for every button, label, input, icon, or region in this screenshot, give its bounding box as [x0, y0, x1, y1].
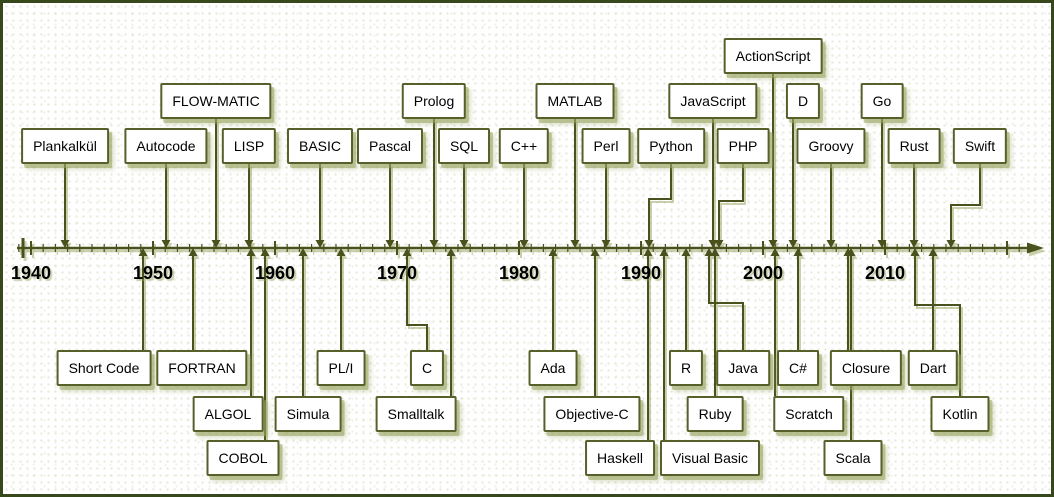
- decade-label-1940: 1940: [10, 263, 52, 283]
- lang-box-matlab: MATLAB: [535, 83, 615, 119]
- arrowhead-icon-perl: [601, 240, 611, 248]
- arrowhead-icon-c: [402, 248, 412, 256]
- lang-box-scratch: Scratch: [773, 396, 845, 432]
- lang-box-swift: Swift: [952, 128, 1008, 164]
- lang-box-pascal: Pascal: [356, 128, 424, 164]
- lang-box-c: C: [409, 350, 445, 386]
- connector-php: [718, 164, 744, 240]
- arrowhead-icon-closure: [843, 248, 853, 256]
- arrowhead-icon-objective-c: [590, 248, 600, 256]
- arrowhead-icon-actionscript: [768, 240, 778, 248]
- lang-box-actionscript: ActionScript: [723, 38, 823, 74]
- lang-box-groovy: Groovy: [796, 128, 866, 164]
- arrowhead-icon-simula: [298, 248, 308, 256]
- arrowhead-icon-c: [519, 240, 529, 248]
- decade-label-1970: 1970: [376, 263, 418, 283]
- arrowhead-icon-java: [704, 248, 714, 256]
- arrowhead-icon-short-code: [138, 248, 148, 256]
- decade-label-1960: 1960: [254, 263, 296, 283]
- lang-box-go: Go: [860, 83, 904, 119]
- arrowhead-icon-sql: [459, 240, 469, 248]
- arrowhead-icon-plankalk-l: [60, 240, 70, 248]
- arrowhead-icon-ruby: [710, 248, 720, 256]
- lang-box-closure: Closure: [829, 350, 903, 386]
- arrowhead-icon-rust: [909, 240, 919, 248]
- connector-c: [406, 256, 428, 350]
- arrowhead-icon-basic: [315, 240, 325, 248]
- timeline-axis-and-connectors: [17, 74, 1044, 440]
- arrowhead-icon-pl-i: [336, 248, 346, 256]
- lang-box-perl: Perl: [581, 128, 631, 164]
- lang-box-objective-c: Objective-C: [543, 396, 641, 432]
- lang-box-sql: SQL: [437, 128, 491, 164]
- decade-label-2010: 2010: [864, 263, 906, 283]
- lang-box-smalltalk: Smalltalk: [375, 396, 457, 432]
- lang-box-dart: Dart: [907, 350, 959, 386]
- arrowhead-icon-dart: [928, 248, 938, 256]
- lang-box-java: Java: [716, 350, 770, 386]
- lang-box-flow-matic: FLOW-MATIC: [160, 83, 272, 119]
- connector-python: [648, 164, 672, 240]
- lang-box-haskell: Haskell: [585, 440, 655, 476]
- lang-box-simula: Simula: [274, 396, 342, 432]
- arrowhead-icon-matlab: [570, 240, 580, 248]
- arrowhead-icon-lisp: [244, 240, 254, 248]
- decade-label-1990: 1990: [620, 263, 662, 283]
- connector-kotlin: [914, 256, 961, 396]
- arrowhead-icon-autocode: [161, 240, 171, 248]
- lang-box-basic: BASIC: [286, 128, 354, 164]
- lang-box-pl-i: PL/I: [316, 350, 366, 386]
- lang-box-scala: Scala: [823, 440, 883, 476]
- lang-box-c: C++: [498, 128, 550, 164]
- lang-box-autocode: Autocode: [124, 128, 208, 164]
- lang-box-cobol: COBOL: [206, 440, 280, 476]
- arrowhead-icon-javascript: [708, 240, 718, 248]
- arrowhead-icon-pascal: [385, 240, 395, 248]
- connector-swift: [950, 164, 981, 240]
- arrowhead-icon-haskell: [643, 248, 653, 256]
- arrowhead-icon-python: [644, 240, 654, 248]
- arrowhead-icon-algol: [246, 248, 256, 256]
- arrowhead-icon-flow-matic: [211, 240, 221, 248]
- lang-box-php: PHP: [716, 128, 770, 164]
- lang-box-d: D: [785, 83, 821, 119]
- arrowhead-icon-r: [681, 248, 691, 256]
- arrowhead-icon-c: [793, 248, 803, 256]
- lang-box-prolog: Prolog: [401, 83, 467, 119]
- arrowhead-icon-visual-basic: [659, 248, 669, 256]
- arrowhead-icon-scratch: [770, 248, 780, 256]
- lang-box-javascript: JavaScript: [668, 83, 758, 119]
- arrowhead-icon-fortran: [188, 248, 198, 256]
- arrowhead-icon-d: [788, 240, 798, 248]
- lang-box-kotlin: Kotlin: [930, 396, 990, 432]
- arrowhead-icon-groovy: [826, 240, 836, 248]
- lang-box-algol: ALGOL: [192, 396, 264, 432]
- lang-box-rust: Rust: [887, 128, 941, 164]
- axis-end-arrowhead-icon: [1027, 242, 1044, 254]
- lang-box-lisp: LISP: [221, 128, 277, 164]
- decade-label-2000: 2000: [742, 263, 784, 283]
- lang-box-fortran: FORTRAN: [156, 350, 248, 386]
- lang-box-c: C#: [777, 350, 819, 386]
- arrowhead-icon-smalltalk: [446, 248, 456, 256]
- lang-box-python: Python: [637, 128, 705, 164]
- connector-java: [708, 256, 744, 350]
- arrowhead-icon-ada: [548, 248, 558, 256]
- decade-label-1950: 1950: [132, 263, 174, 283]
- lang-box-short-code: Short Code: [56, 350, 152, 386]
- arrowhead-icon-prolog: [429, 240, 439, 248]
- arrowhead-icon-kotlin: [910, 248, 920, 256]
- lang-box-ada: Ada: [528, 350, 578, 386]
- lang-box-ruby: Ruby: [686, 396, 744, 432]
- arrowhead-icon-php: [714, 240, 724, 248]
- arrowhead-icon-swift: [946, 240, 956, 248]
- lang-box-r: R: [668, 350, 704, 386]
- arrowhead-icon-cobol: [260, 248, 270, 256]
- decade-label-1980: 1980: [498, 263, 540, 283]
- lang-box-plankalk-l: Plankalkül: [21, 128, 109, 164]
- arrowhead-icon-go: [877, 240, 887, 248]
- lang-box-visual-basic: Visual Basic: [659, 440, 761, 476]
